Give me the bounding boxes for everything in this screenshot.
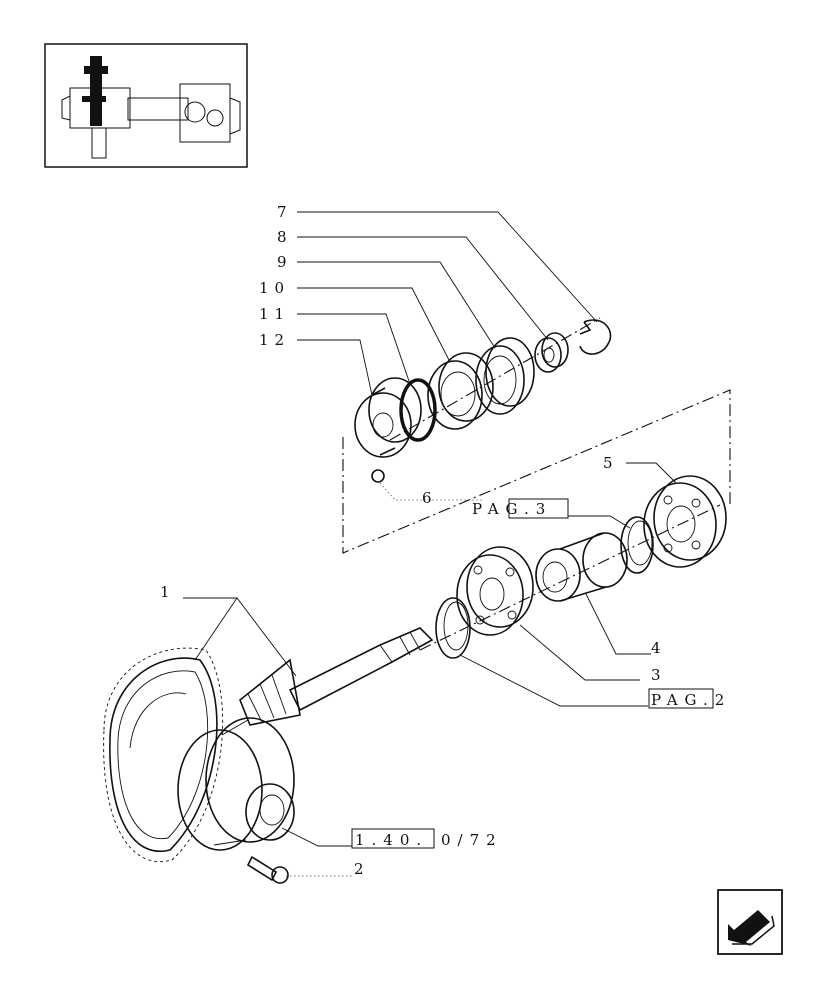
part-3-bearing <box>456 546 534 636</box>
part-9-bearing-cup <box>475 337 535 415</box>
shim-ring-2 <box>435 597 471 659</box>
part-11-o-ring <box>399 378 437 442</box>
callout-4: 4 <box>651 639 667 657</box>
center-axis <box>389 317 721 651</box>
part-5-bearing <box>643 475 727 568</box>
back-arrow-icon[interactable] <box>717 889 783 955</box>
part-12-split-collar <box>354 377 422 458</box>
leader-lines <box>183 211 677 877</box>
callout-3: 3 <box>651 666 667 684</box>
callout-5: 5 <box>603 454 619 472</box>
callout-10: 10 <box>259 279 290 297</box>
shim-ring <box>620 516 654 574</box>
group-enclosure <box>342 389 731 554</box>
callout-9: 9 <box>277 253 293 271</box>
callout-1: 1 <box>160 583 176 601</box>
part-10-bearing <box>427 352 494 430</box>
axle-assembly-thumbnail-icon[interactable] <box>44 43 248 168</box>
part-2-bolt <box>246 855 289 884</box>
callout-12: 12 <box>259 331 290 349</box>
callout-6: 6 <box>422 489 438 507</box>
svg-text:PAG.3: PAG.3 <box>472 500 552 518</box>
differential-carrier <box>177 717 295 851</box>
callout-8: 8 <box>277 228 293 246</box>
part-1-pinion-and-crown-wheel <box>103 627 434 863</box>
callout-7: 7 <box>277 203 293 221</box>
ref-pag-3[interactable]: PAG.3 <box>472 498 569 519</box>
ref-pag-2[interactable]: PAG.2 <box>648 688 731 709</box>
part-6-ball <box>371 469 385 483</box>
svg-text:1.40.: 1.40. <box>355 831 428 849</box>
callout-11: 11 <box>259 305 290 323</box>
part-4-spacer-sleeve <box>535 532 628 602</box>
part-7-lock-washer <box>579 319 612 355</box>
callout-2: 2 <box>354 860 370 878</box>
svg-text:0/72: 0/72 <box>441 831 503 849</box>
svg-text:PAG.2: PAG.2 <box>651 691 731 709</box>
ref-1-40-0-72[interactable]: 1.40. 0/72 <box>351 828 503 849</box>
